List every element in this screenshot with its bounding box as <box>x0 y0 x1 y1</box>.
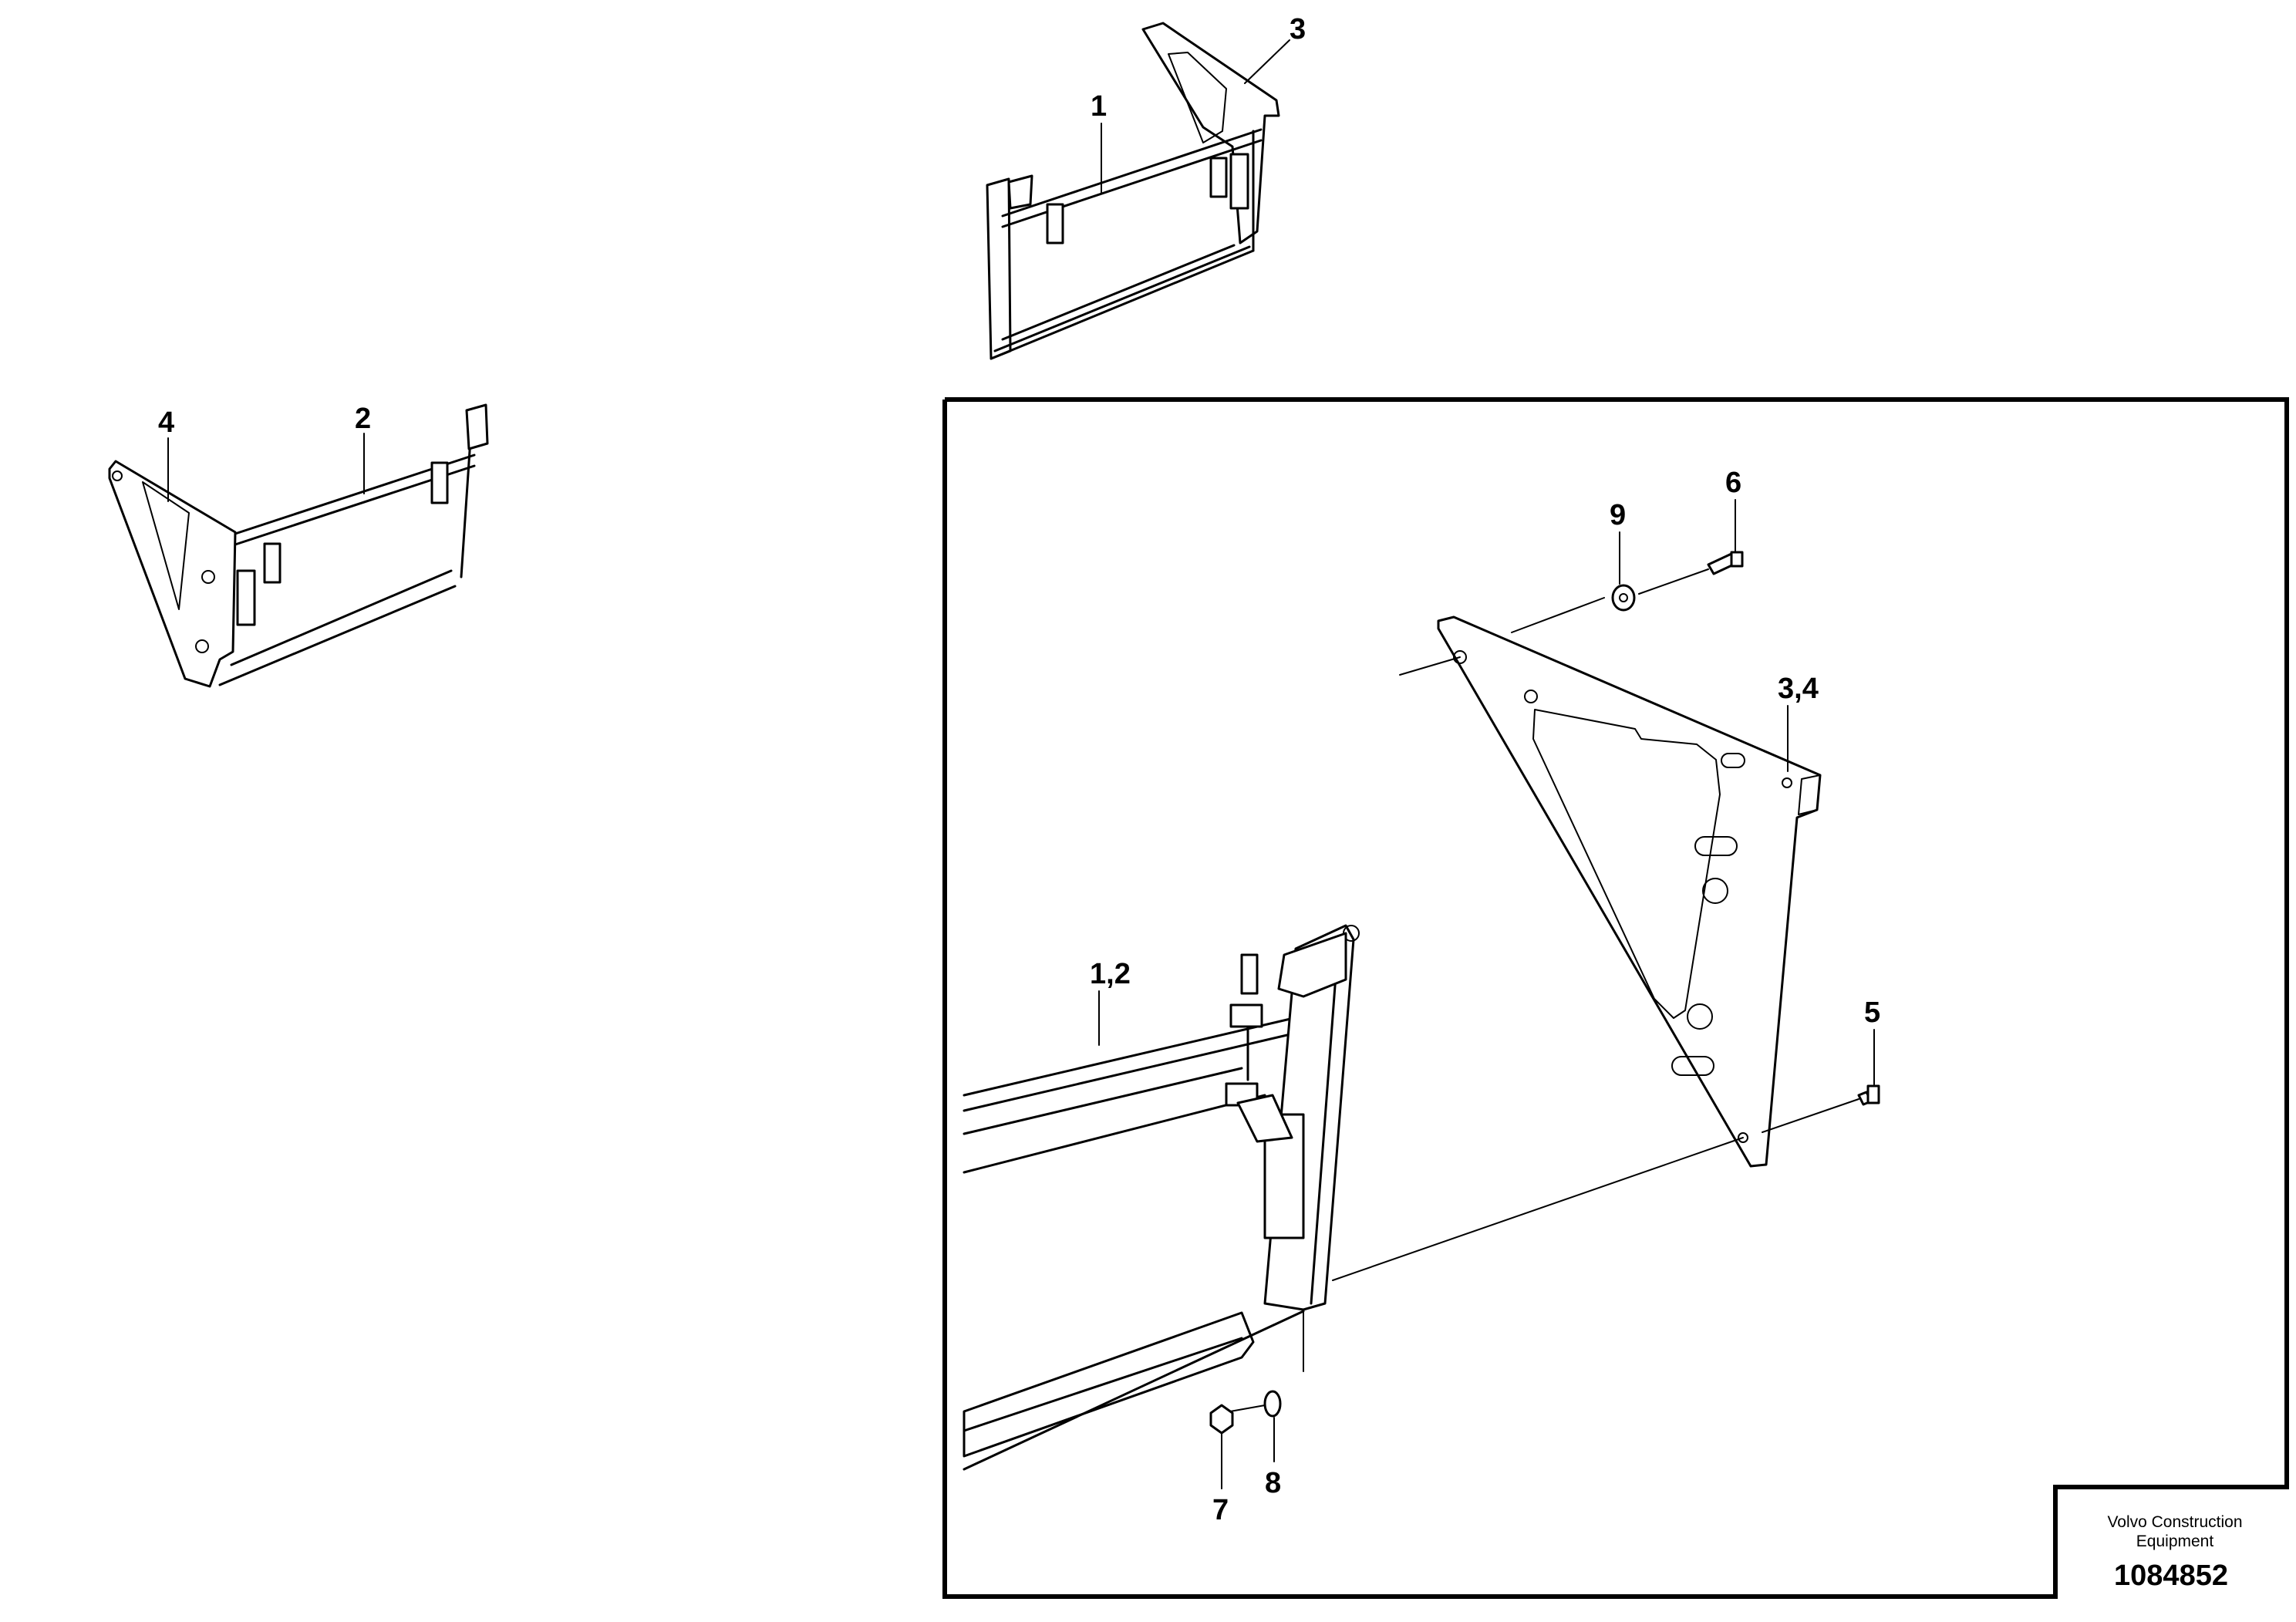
detail-assembly-line-top <box>1399 656 1461 676</box>
top-rail-upper-2 <box>1001 139 1263 228</box>
top-side-plate-cutout <box>1168 52 1227 143</box>
callout-2: 2 <box>355 403 371 435</box>
detail-side-plate-cutout <box>1532 709 1721 1019</box>
detail-hole-mid-upper <box>1702 878 1728 904</box>
detail-stud <box>1240 953 1259 995</box>
drawing-number: 1084852 <box>2114 1560 2228 1592</box>
callout-6: 6 <box>1725 467 1741 499</box>
left-block-left <box>236 569 256 626</box>
callout-3-4: 3,4 <box>1778 673 1819 705</box>
top-clamp-right <box>1209 157 1228 198</box>
detail-slot-top <box>1721 753 1745 768</box>
detail-rail-top-1 <box>963 1009 1328 1097</box>
top-clamp-left <box>1046 203 1064 244</box>
detail-rail-top-2 <box>963 1024 1328 1112</box>
detail-view: 9 6 3,4 1,2 5 7 8 <box>942 397 2289 1599</box>
callout-7: 7 <box>1212 1494 1229 1526</box>
callout-8: 8 <box>1265 1467 1281 1499</box>
detail-upright-inner <box>1310 943 1340 1305</box>
detail-clip <box>1236 1094 1293 1143</box>
left-plate-hole-1 <box>112 470 123 481</box>
detail-frame-border <box>942 397 2289 1599</box>
detail-bottom-channel-inner <box>963 1337 1243 1432</box>
left-clamp-left <box>263 542 282 584</box>
top-left-upright <box>986 177 1012 360</box>
detail-rail-top-4 <box>963 1094 1266 1174</box>
callout-1: 1 <box>1091 90 1107 123</box>
title-block: Volvo Construction Equipment 1084852 <box>2107 1513 2242 1592</box>
callout-4: 4 <box>158 406 174 439</box>
detail-bracket <box>1277 932 1347 998</box>
detail-hole-bottom <box>1738 1132 1748 1143</box>
detail-bottom-edge <box>963 1310 1305 1471</box>
top-rail-upper <box>1001 128 1263 218</box>
washer-9-hole <box>1619 593 1628 602</box>
top-rail-lower-2 <box>1001 244 1236 341</box>
left-right-tab <box>465 403 489 450</box>
callout-9: 9 <box>1610 499 1626 531</box>
detail-keyhole-upper <box>1694 836 1738 856</box>
detail-assembly-line-bottom <box>1332 1137 1744 1281</box>
top-side-plate <box>1141 22 1280 244</box>
detail-stud-nut-top <box>1229 1003 1263 1028</box>
callout-leader-3 <box>1244 39 1290 84</box>
left-plate-hole-3 <box>195 639 209 653</box>
nut-7 <box>1209 1404 1234 1435</box>
callout-5: 5 <box>1864 996 1880 1029</box>
top-assembly-overview: 1 3 <box>986 13 1306 360</box>
detail-hole-upper-left <box>1524 690 1538 703</box>
detail-keyhole-lower <box>1671 1056 1714 1076</box>
company-name-line1: Volvo Construction <box>2107 1513 2242 1531</box>
left-plate-hole-2 <box>201 570 215 584</box>
left-side-plate <box>108 460 237 688</box>
detail-assembly-line-78-h <box>1229 1404 1266 1412</box>
detail-side-plate-edge <box>1798 774 1821 815</box>
detail-assembly-line-9-6 <box>1638 568 1709 595</box>
company-name-line2: Equipment <box>2136 1533 2214 1550</box>
left-clamp-right <box>430 461 449 504</box>
detail-hole-right <box>1782 777 1792 788</box>
top-frame-bottom <box>990 249 1255 360</box>
detail-assembly-line-5 <box>1762 1098 1859 1133</box>
washer-9 <box>1611 584 1636 612</box>
top-left-tab <box>1007 174 1033 210</box>
top-rail-lower <box>993 245 1251 352</box>
bolt-5-head <box>1866 1084 1880 1104</box>
detail-rail-top-3 <box>963 1067 1243 1135</box>
left-side-plate-cutout <box>142 481 190 610</box>
left-assembly-overview: 4 2 <box>108 403 489 688</box>
detail-side-plate <box>1437 615 1822 1168</box>
callout-1-2: 1,2 <box>1090 958 1131 990</box>
detail-assembly-line-top-2 <box>1511 597 1605 633</box>
top-block-right <box>1229 153 1249 210</box>
callout-3: 3 <box>1290 13 1306 46</box>
detail-bottom-channel <box>963 1311 1255 1458</box>
left-rail-lower-2 <box>230 569 453 666</box>
bolt-6-head <box>1730 551 1744 568</box>
washer-8 <box>1263 1390 1282 1418</box>
detail-hole-top <box>1453 650 1467 664</box>
left-rail-lower <box>218 585 457 686</box>
detail-hole-mid-lower <box>1687 1003 1713 1030</box>
